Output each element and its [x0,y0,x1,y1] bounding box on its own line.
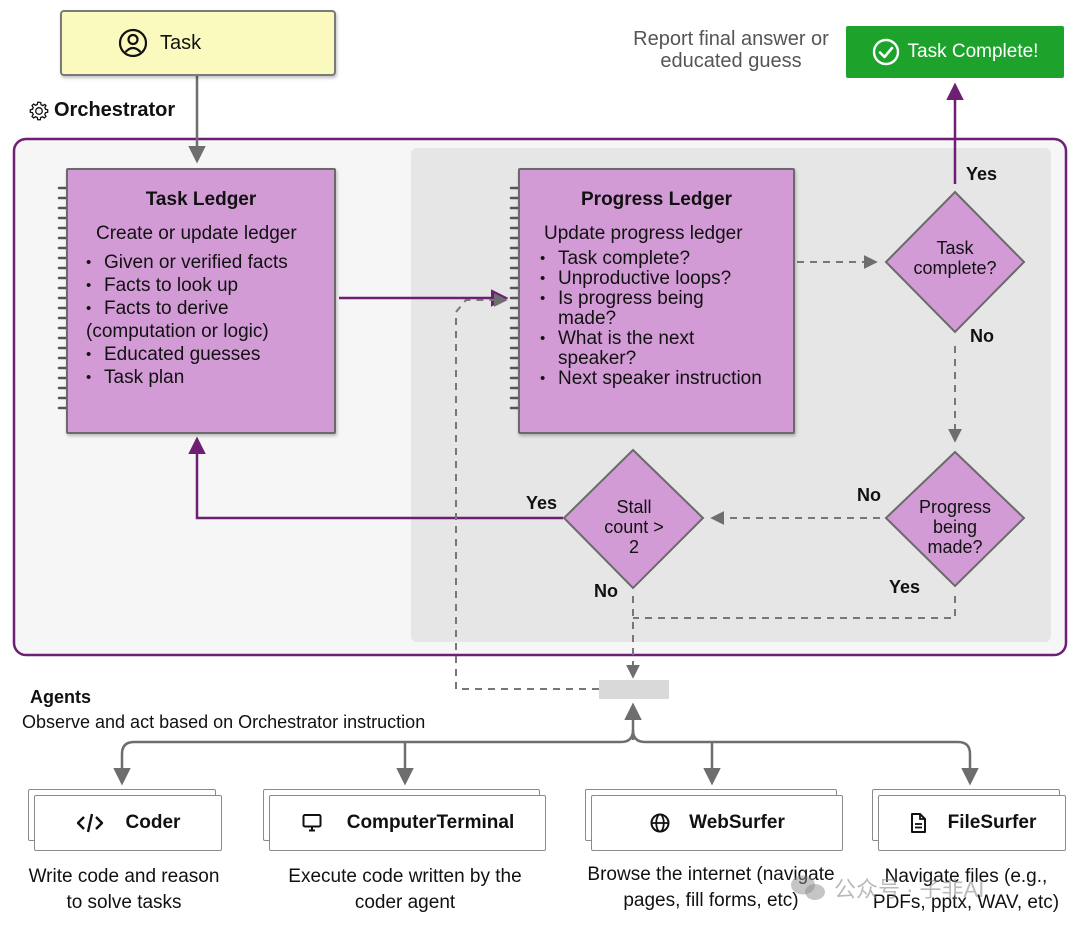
agent-card-websurfer: WebSurfer [591,795,843,851]
label-progress-no: No [857,485,881,505]
list-item: Unproductive loops? [540,269,793,290]
list-item: Educated guesses [86,343,334,366]
progress-question: Progress being made? [918,497,992,557]
monitor-icon [301,812,323,834]
list-item: Task plan [86,366,334,389]
progress-ledger: Progress Ledger Update progress ledger T… [518,168,795,434]
task-ledger-title: Task Ledger [145,189,257,210]
label-progress-yes: Yes [889,577,921,597]
label-complete-yes: Yes [966,164,998,184]
list-item: Given or verified facts [86,251,334,274]
task-node: Task [60,10,336,76]
file-icon [908,812,928,834]
arrow-stall-yes [188,436,563,520]
diamond-progress [884,450,1026,588]
agent-name: Coder [125,812,181,833]
watermark: 公众号 · 子非AI [788,872,984,904]
progress-ledger-subtitle: Update progress ledger [544,223,743,244]
list-item: Next speaker instruction [540,369,793,390]
agent-desc-websurfer: Browse the internet (navigate pages, fil… [587,864,835,911]
list-item: Task complete? [540,249,793,270]
gear-icon [28,100,50,122]
code-icon [76,812,104,834]
task-ledger-list: Given or verified facts Facts to look up… [86,251,334,389]
globe-icon [649,812,671,834]
diamond-stall [562,448,705,590]
label-stall-no: No [594,581,618,601]
task-complete-question: Task complete? [913,238,997,278]
task-label: Task [160,31,202,54]
agent-card-coder: Coder [34,795,222,851]
agents-tree [120,729,972,782]
list-item: Facts to look up [86,274,334,297]
report-text: Report final answer or educated guess [633,28,829,72]
check-circle-icon [872,38,900,66]
stall-question: Stall count > 2 [604,497,664,557]
task-complete-node: Task Complete! [846,26,1064,78]
label-stall-yes: Yes [526,493,558,513]
list-item: Is progress being [540,289,793,310]
list-item-continuation: (computation or logic) [86,321,269,342]
user-icon [118,28,148,58]
agent-name: FileSurfer [947,812,1037,833]
task-complete-label: Task Complete! [907,41,1039,62]
agent-name: ComputerTerminal [346,812,515,833]
junction-box [599,680,669,699]
task-ledger: Task Ledger Create or update ledger Give… [66,168,336,434]
list-item: Facts to derive [86,297,334,320]
diamond-task-complete [884,190,1026,334]
list-item: What is the next [540,329,793,350]
agents-subtitle: Observe and act based on Orchestrator in… [22,712,426,732]
task-ledger-subtitle: Create or update ledger [96,223,297,244]
label-complete-no: No [970,326,994,346]
list-item-continuation: made? [558,308,617,329]
list-item-continuation: speaker? [558,348,637,369]
agent-desc-filesurfer: Navigate files (e.g., PDFs, pptx, WAV, e… [872,866,1060,913]
line-progress-yes [633,596,956,619]
agent-desc-coder: Write code and reason to solve tasks [28,866,220,913]
agents-title: Agents [30,687,92,707]
progress-ledger-list: Task complete? Unproductive loops? Is pr… [540,249,793,390]
progress-ledger-title: Progress Ledger [581,189,732,210]
wechat-icon [788,873,828,903]
agent-name: WebSurfer [689,812,785,833]
agent-desc-terminal: Execute code written by the coder agent [288,866,522,913]
agent-card-terminal: ComputerTerminal [269,795,546,851]
arrow-agents-return [455,293,599,690]
orchestrator-title: Orchestrator [28,99,175,122]
agent-card-filesurfer: FileSurfer [878,795,1066,851]
